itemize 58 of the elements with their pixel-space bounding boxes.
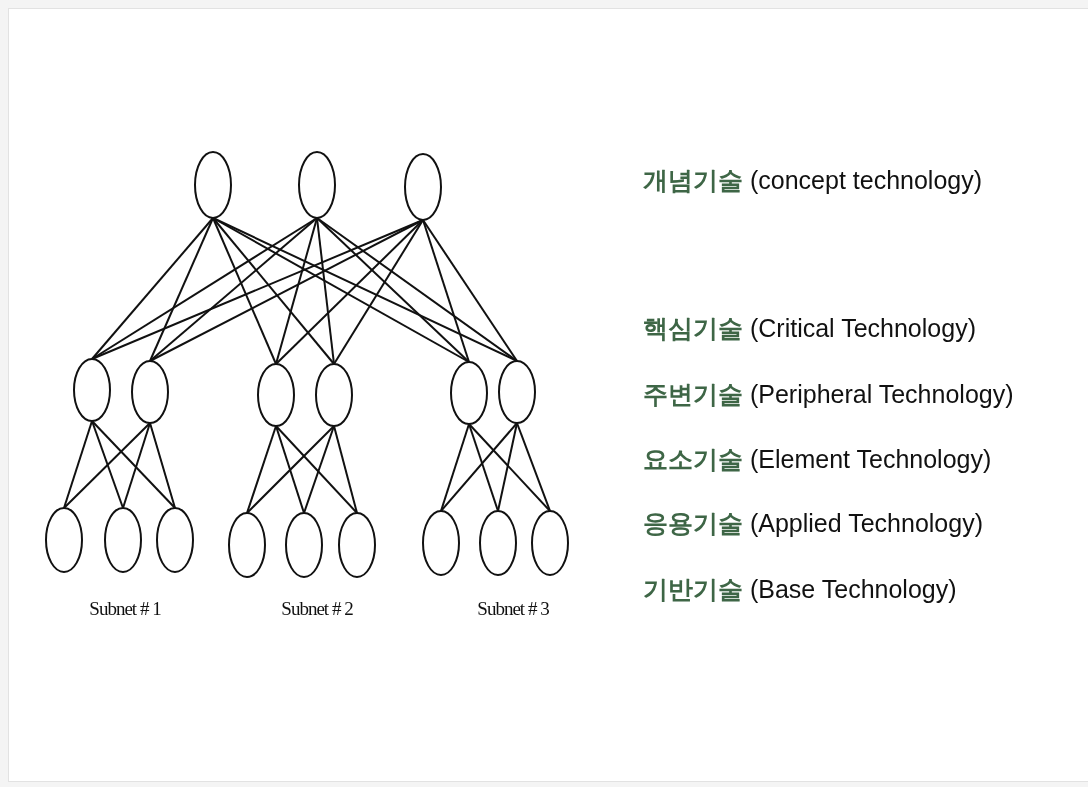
neuron-circle <box>194 151 232 219</box>
connector-line <box>122 422 151 509</box>
connector-line <box>149 217 214 362</box>
connector-line <box>422 219 518 362</box>
connector-line <box>275 425 305 514</box>
connector-line <box>91 420 176 509</box>
connector-line <box>275 425 358 514</box>
connector-line <box>212 217 277 365</box>
connector-line <box>422 219 470 363</box>
neuron-circle <box>338 512 376 578</box>
level-description: 주변기술 (Peripheral Technology) <box>643 378 1014 410</box>
connector-line <box>246 425 335 514</box>
neuron-circle <box>257 363 295 427</box>
connector-line <box>212 217 335 365</box>
subnet-label: Subnet # 3 <box>477 598 549 620</box>
connector-line <box>275 219 424 365</box>
connector-line <box>149 422 176 509</box>
connector-line <box>516 422 551 512</box>
neuron-circle <box>450 361 488 425</box>
connector-line <box>316 217 335 365</box>
connector-line <box>63 422 151 509</box>
neuron-circle <box>404 153 442 221</box>
connector-line <box>316 217 470 363</box>
neuron-circle <box>422 510 460 576</box>
connector-line <box>246 425 277 514</box>
connector-line <box>497 422 518 512</box>
neuron-circle <box>531 510 569 576</box>
neuron-circle <box>315 363 353 427</box>
connector-line <box>63 420 93 509</box>
level-description: 응용기술 (Applied Technology) <box>643 507 983 539</box>
neuron-circle <box>285 512 323 578</box>
connector-line <box>440 422 518 512</box>
neuron-circle <box>479 510 517 576</box>
neuron-circle <box>498 360 536 424</box>
neuron-circle <box>73 358 111 422</box>
neuron-circle <box>104 507 142 573</box>
subnet-label: Subnet # 2 <box>281 598 353 620</box>
level-description: 개념기술 (concept technology) <box>643 164 983 196</box>
connector-line <box>91 217 214 360</box>
connector-line <box>275 217 318 365</box>
connector-line <box>303 425 335 514</box>
neuron-circle <box>45 507 83 573</box>
neuron-circle <box>156 507 194 573</box>
level-description: 핵심기술 (Critical Technology) <box>643 312 976 344</box>
connector-line <box>149 217 318 362</box>
connector-line <box>468 423 499 512</box>
connector-line <box>333 425 358 514</box>
connector-line <box>91 420 124 509</box>
connector-line <box>316 217 518 362</box>
neuron-circle <box>298 151 336 219</box>
level-description: 기반기술 (Base Technology) <box>643 573 957 605</box>
connector-line <box>333 219 424 365</box>
neuron-circle <box>131 360 169 424</box>
connector-line <box>468 423 551 512</box>
neuron-circle <box>228 512 266 578</box>
level-description: 요소기술 (Element Technology) <box>643 443 992 475</box>
connector-line <box>440 423 470 512</box>
subnet-label: Subnet # 1 <box>89 598 161 620</box>
